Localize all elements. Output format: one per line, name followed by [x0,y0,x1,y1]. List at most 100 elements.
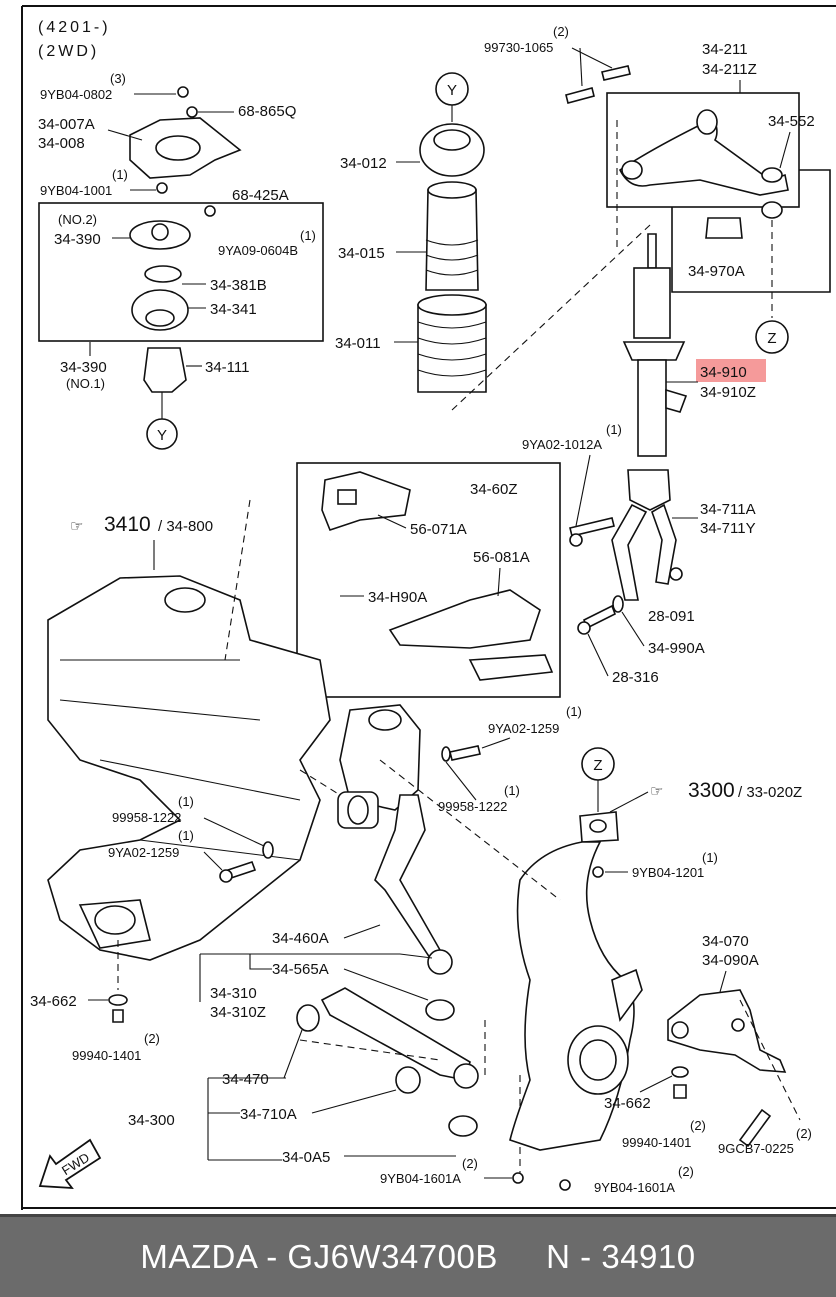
label-34-211: 34-211 [702,41,748,58]
stabilizer-link-plate [468,654,554,681]
label-ref-3410: 3410 [104,513,151,536]
bumper-34-111 [143,347,187,393]
washer-34-662-a [108,994,128,1006]
bolt-9ya02-1012a-head [569,533,583,547]
leader-34-070 [719,970,727,993]
ring-68-425a [204,205,216,217]
label-9gcb7-0225: 9GCB7-0225 [718,1141,794,1156]
label-34-390-no2: 34-390 [54,231,101,248]
label-34-710a: 34-710A [240,1106,297,1123]
label-34-970a: 34-970A [688,263,745,280]
balljoint-boot [425,999,455,1021]
bolt-99730-1065-a [601,65,631,81]
label-34-341: 34-341 [210,301,257,318]
washer-34-662-b [671,1066,689,1078]
qty-9yb04-1001: (1) [112,167,128,182]
label-34-008: 34-008 [38,135,85,152]
label-99958-1222-b: 99958-1222 [112,810,181,825]
ref-3410-hand-icon: ☞ [70,518,83,535]
label-34-310: 34-310 [210,985,257,1002]
label-34-0a5: 34-0A5 [282,1149,330,1166]
label-56-081a: 56-081A [473,549,530,566]
mount-kit-box [38,202,324,342]
nut-9yb04-1601a-a [512,1172,524,1184]
leader-9ya02-1012a [575,454,591,527]
balljoint-34-565a [427,949,453,975]
bracket-56-071a-slot [337,489,357,505]
nut-9yb04-1201 [592,866,604,878]
nut-28-091 [669,567,683,581]
ref-marker-z-right [755,320,789,354]
label-56-071a: 56-071A [410,521,467,538]
knuckle-hub-inner [579,1039,617,1081]
dust-cover-34-070 [667,989,801,1148]
label-34-111: 34-111 [205,359,249,376]
leader-99730-1065-b [579,47,583,87]
bolt-99730-1065-b [565,87,595,104]
label-9ya02-1259-a: 9YA02-1259 [488,721,559,736]
bushing-34-552 [761,167,783,183]
bracket-56-071a [321,471,411,531]
upper-arm-box-ext [671,169,831,293]
stabilizer-bar-34-h90a [324,539,470,671]
highlight-34-910 [696,359,766,382]
label-34-h90a: 34-H90A [368,589,427,606]
label-34-012: 34-012 [340,155,387,172]
label-ref-3300: 3300 [688,779,735,802]
label-34-011: 34-011 [335,335,381,352]
label-9yb04-1001: 9YB04-1001 [40,183,112,198]
label-9ya09-0604b: 9YA09-0604B [218,243,298,258]
label-99940-1401-a: 99940-1401 [72,1048,141,1063]
label-34-990a: 34-990A [648,640,705,657]
cover-56-081a [388,589,541,649]
label-34-711a: 34-711A [700,501,756,518]
shock-bracket [665,388,688,413]
label-34-662-b: 34-662 [604,1095,651,1112]
fork-arm-left [611,503,648,601]
mount-34-390-center [151,223,169,241]
nut-99940-1401-b [673,1084,687,1099]
leader-28-316 [587,633,609,677]
assembly-dash-arm-knuckle [379,759,561,901]
parts-diagram: (4201-) (2WD) Y (3) 9YB04-0802 68-865Q 3… [21,5,836,1210]
label-34-300: 34-300 [128,1112,175,1129]
nut-9yb04-1001 [156,182,168,194]
label-34-552: 34-552 [768,113,815,130]
bushing-34-710a [395,1066,421,1094]
leader-56-081a [497,567,501,597]
leader-56-071a [377,514,407,529]
label-9yb04-1601a-b: 9YB04-1601A [594,1180,675,1195]
qty-9gcb7-0225: (2) [796,1126,812,1141]
qty-9ya09-0604b: (1) [300,228,316,243]
bolt-28-316-head [577,621,591,635]
lower-arm-bushing-core [347,795,369,825]
label-34-565a: 34-565A [272,961,329,978]
dust-cover-hole-a [671,1021,689,1039]
spring-boot-group: Y [417,72,651,411]
qty-9ya02-1259-a: (1) [566,704,582,719]
label-34-211z: 34-211Z [702,61,757,78]
bolt-9ya02-1012a [569,517,615,537]
subframe-part [47,575,331,961]
qty-9yb04-1601a-b: (2) [678,1164,694,1179]
qty-99940-1401-a: (2) [144,1031,160,1046]
knuckle-top-hole [589,819,607,833]
upper-arm-bushing-b [621,160,643,180]
ref-marker-y-left [146,418,178,450]
washer-99958-1222-a [441,746,451,762]
leader-34-460a [343,924,381,939]
qty-9yb04-1601a-a: (2) [462,1156,478,1171]
label-9ya02-1012a: 9YA02-1012A [522,437,602,452]
upper-arm-bushing-a [696,109,718,135]
label-34-090a: 34-090A [702,952,759,969]
header-drive-type: (2WD) [38,43,99,60]
label-34-070: 34-070 [702,933,749,950]
leader-99958-1222-b [203,817,265,847]
label-34-662-a: 34-662 [30,993,77,1010]
shock-spring-seat [622,341,686,361]
stabilizer-box [296,462,561,698]
subframe-details [59,659,301,861]
header-model-range: (4201-) [38,19,111,36]
fork-arm-right [651,503,677,585]
label-28-091: 28-091 [648,608,695,625]
